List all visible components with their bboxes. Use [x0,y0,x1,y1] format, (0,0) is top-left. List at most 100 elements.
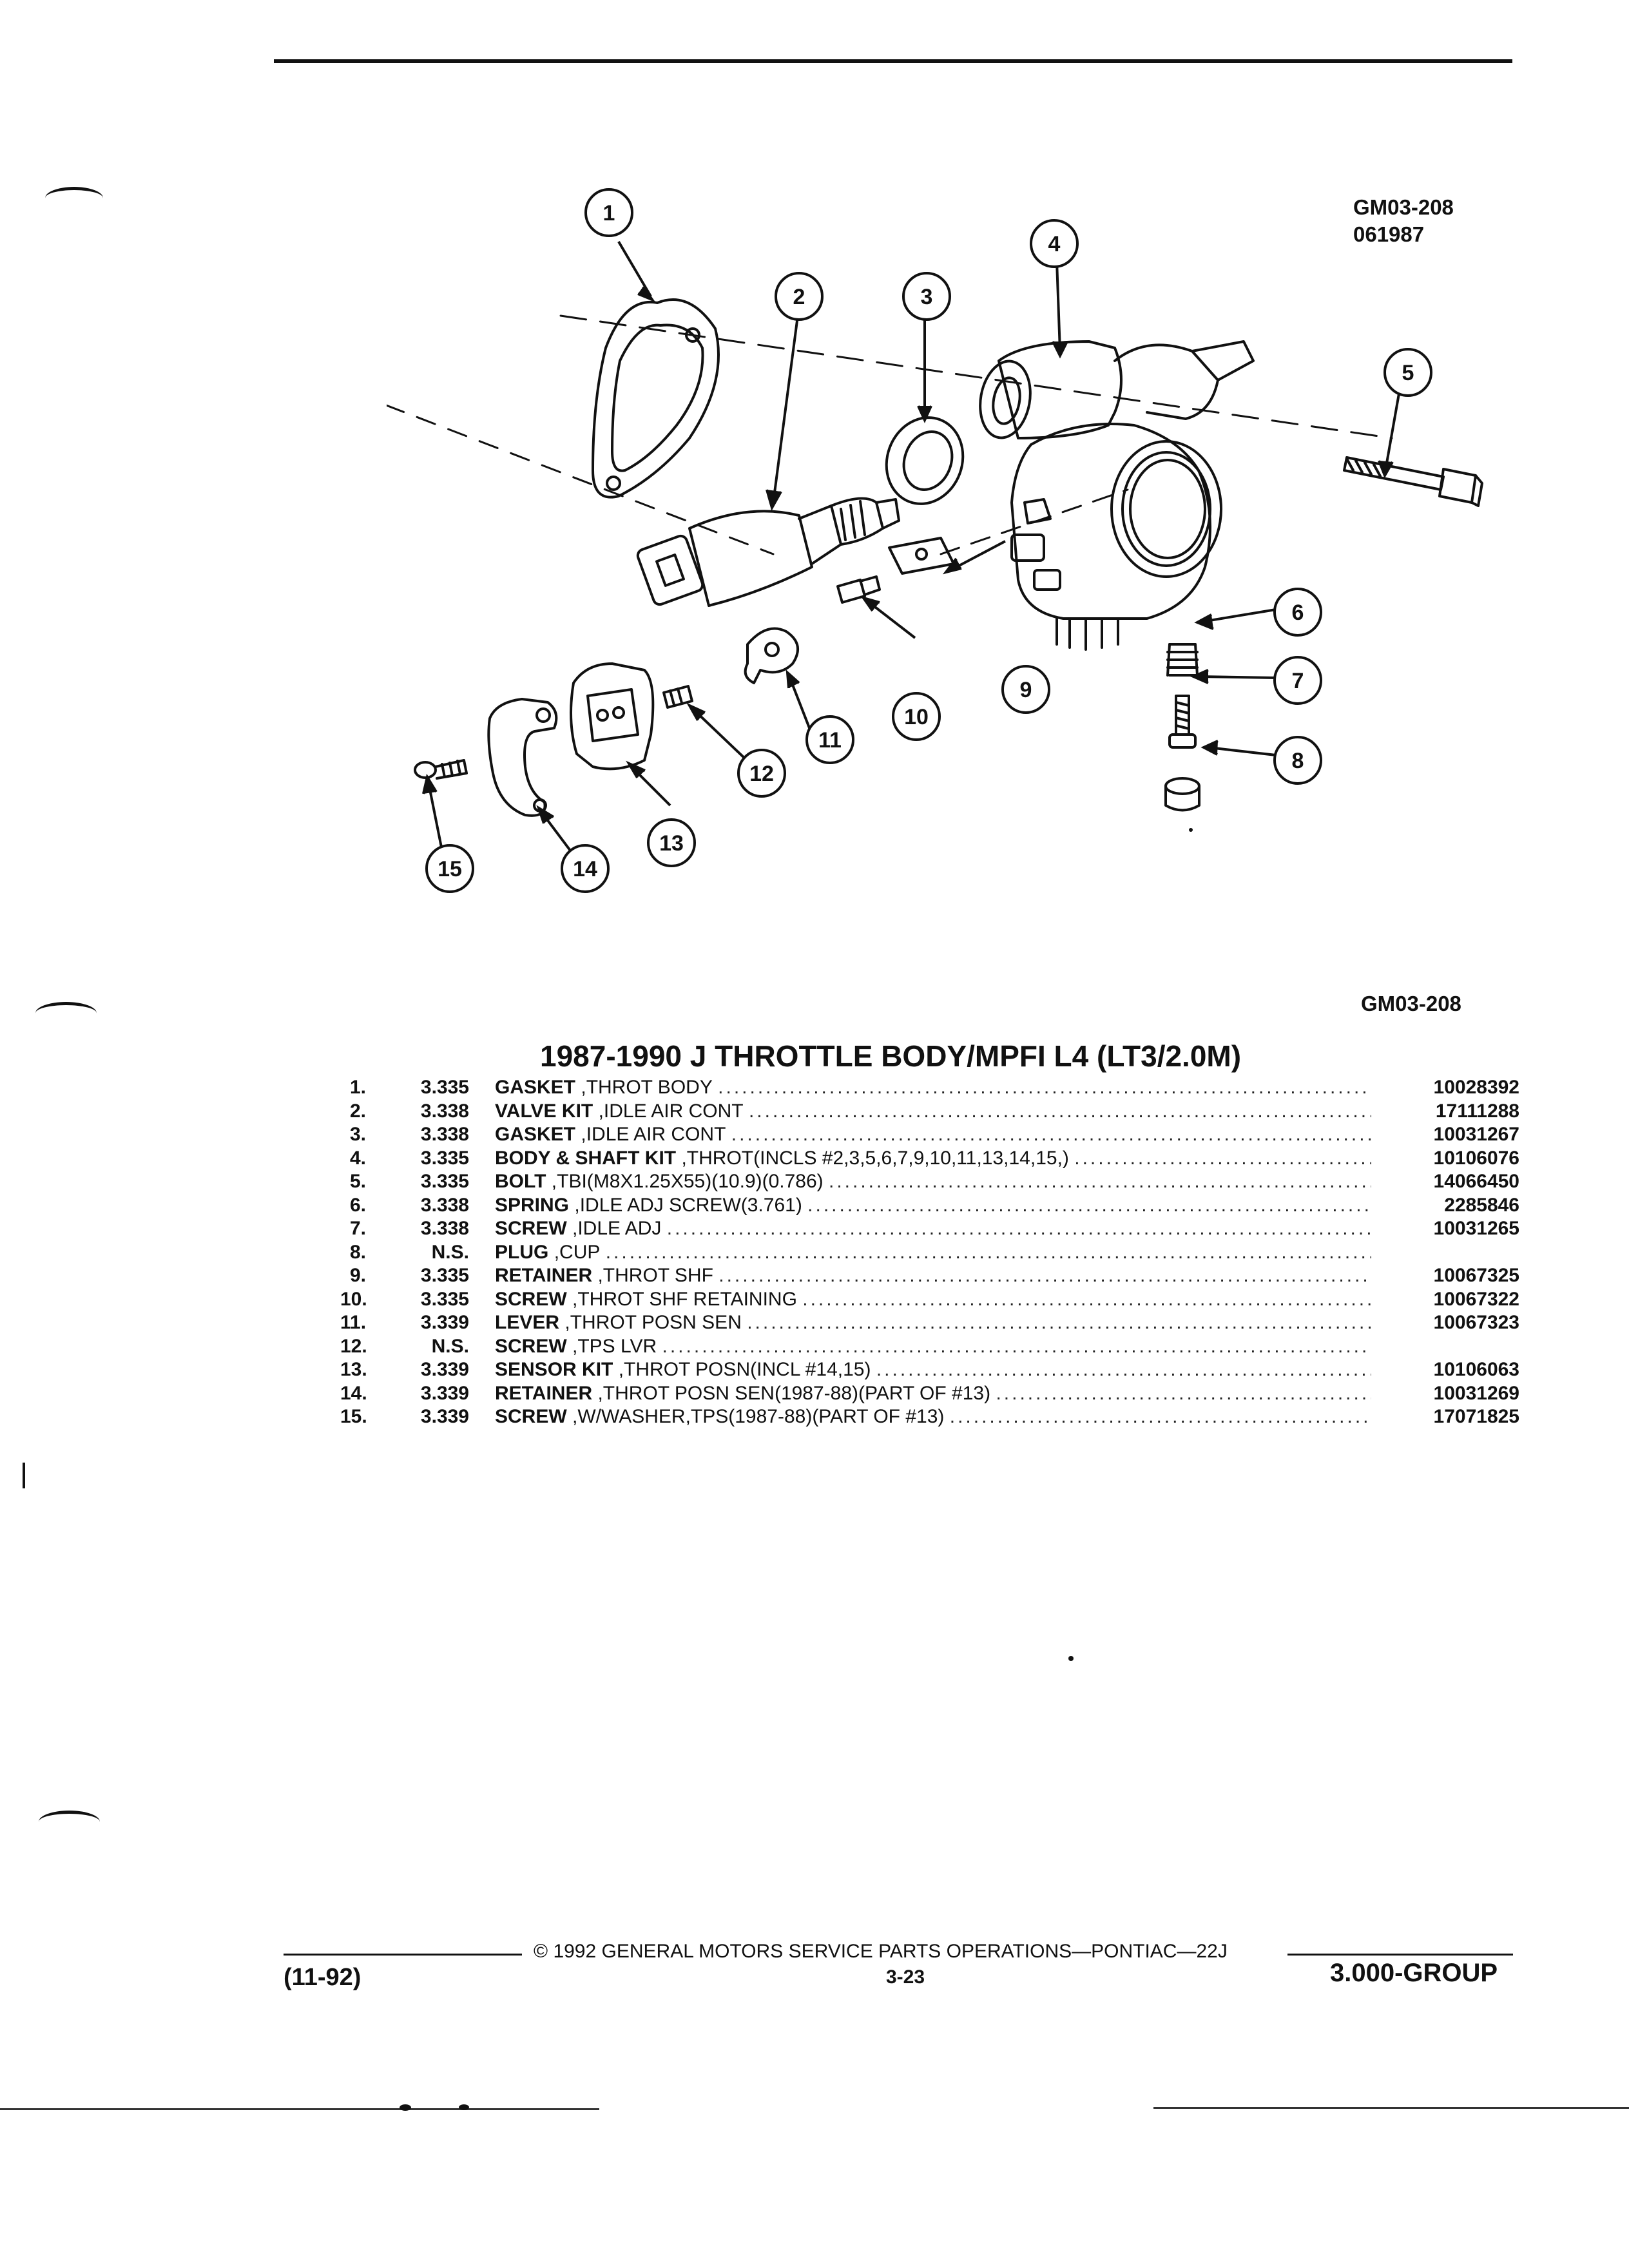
leader-dots: ........................................… [1074,1147,1371,1169]
part-group-code: 3.335 [420,1077,469,1098]
part-detail: ,CUP [554,1241,601,1263]
leader-dots: ........................................… [802,1288,1371,1310]
callout-4: 4 [1048,232,1061,256]
part-number: 10031267 [1433,1124,1519,1145]
part-item-number: 1. [349,1077,366,1098]
callout-1: 1 [603,201,615,226]
callout-5: 5 [1402,361,1414,385]
throttle-shaft-screw-illustration [836,575,881,604]
part-number: 17071825 [1433,1406,1519,1427]
scan-dot [1189,828,1193,832]
throttle-body-bolt-illustration [1343,456,1483,507]
part-detail: ,THROT POSN SEN(1987-88)(PART OF #13) [597,1382,991,1404]
part-group-code: 3.339 [420,1382,469,1404]
part-detail: ,IDLE AIR CONT [581,1124,726,1145]
part-group-code: 3.335 [420,1147,469,1169]
callout-14: 14 [573,857,597,881]
idle-adjust-spring-illustration [1166,643,1199,677]
callout-10: 10 [904,705,929,729]
part-name: SENSOR KIT [495,1359,613,1380]
throttle-body-illustration [979,340,1255,651]
part-item-number: 5. [349,1171,366,1192]
idle-adjust-screw-illustration [1168,695,1197,749]
part-name: SCREW [495,1406,567,1427]
part-number: 10067322 [1433,1288,1519,1310]
part-number: 10106076 [1433,1147,1519,1169]
part-description: VALVE KIT ,IDLE AIR CONT ...............… [495,1100,1371,1123]
figure-reference: GM03-208 [1361,992,1461,1015]
copyright-line: © 1992 GENERAL MOTORS SERVICE PARTS OPER… [534,1941,1228,1962]
leader-dots: ........................................… [718,1265,1371,1286]
cup-plug-illustration [1164,777,1200,812]
callout-2: 2 [793,285,805,309]
part-group-code: 3.338 [420,1124,469,1145]
part-item-number: 7. [349,1218,366,1239]
part-name: SPRING [495,1194,570,1216]
part-description: BOLT ,TBI(M8X1.25X55)(10.9)(0.786) .....… [495,1170,1371,1193]
tps-retainer-illustration [487,698,558,817]
bottom-edge-line-left [0,2108,599,2110]
part-row: 8.N.S.PLUG ,CUP ........................… [340,1241,1519,1264]
page-title: 1987-1990 J THROTTLE BODY/MPFI L4 (LT3/2… [540,1039,1242,1073]
tps-lever-illustration [744,627,799,684]
part-group-code: 3.338 [420,1218,469,1239]
part-group-code: 3.335 [420,1265,469,1286]
part-group-code: N.S. [431,1335,469,1357]
part-group-code: 3.339 [420,1406,469,1427]
part-description: RETAINER ,THROT POSN SEN(1987-88)(PART O… [495,1382,1371,1405]
part-number: 10106063 [1433,1359,1519,1380]
part-number: 10031265 [1433,1218,1519,1239]
top-rule [274,59,1512,63]
part-group-code: 3.338 [420,1194,469,1216]
part-description: GASKET ,IDLE AIR CONT ..................… [495,1123,1371,1146]
part-description: GASKET ,THROT BODY .....................… [495,1076,1371,1099]
callout-15: 15 [438,857,462,881]
part-name: BOLT [495,1171,546,1192]
callout-6: 6 [1292,601,1304,625]
part-item-number: 9. [349,1265,366,1286]
throttle-position-sensor-illustration [570,662,655,771]
part-group-code: 3.335 [420,1171,469,1192]
leader-dots: ........................................… [876,1359,1371,1380]
part-detail: ,IDLE ADJ [572,1218,662,1239]
figure-code: GM03-208 [1353,195,1454,219]
part-detail: ,TPS LVR [572,1335,657,1357]
part-group-code: 3.338 [420,1100,469,1122]
part-number: 10028392 [1433,1077,1519,1098]
part-description: SCREW ,IDLE ADJ ........................… [495,1217,1371,1240]
throttle-body-gasket-illustration [592,298,720,499]
part-group-code: 3.339 [420,1312,469,1333]
part-number: 2285846 [1444,1194,1519,1216]
scan-dot [400,2104,411,2111]
leader-dots: ........................................… [747,1312,1371,1333]
part-name: GASKET [495,1077,576,1098]
leader-dots: ........................................… [666,1218,1371,1239]
tps-screw-illustration [414,759,468,780]
part-item-number: 13. [340,1359,367,1380]
callout-11: 11 [818,728,842,753]
part-group-code: 3.339 [420,1359,469,1380]
part-row: 7. 3.338 SCREW ,IDLE ADJ .................… [340,1217,1519,1240]
part-number: 10031269 [1433,1382,1519,1404]
part-item-number: 12. [340,1335,367,1357]
idle-air-gasket-illustration [885,416,965,505]
part-name: RETAINER [495,1382,593,1404]
part-description: SENSOR KIT ,THROT POSN(INCL #14,15) ....… [495,1358,1371,1381]
part-item-number: 8. [349,1241,366,1263]
part-detail: ,TBI(M8X1.25X55)(10.9)(0.786) [551,1171,824,1192]
part-row: 13. 3.339 SENSOR KIT ,THROT POSN(INCL #14,… [340,1358,1519,1381]
part-description: LEVER ,THROT POSN SEN ..................… [495,1311,1371,1334]
margin-mark [23,1463,25,1488]
part-detail: ,W/WASHER,TPS(1987-88)(PART OF #13) [572,1406,945,1427]
part-description: SCREW ,TPS LVR .........................… [495,1335,1371,1358]
part-item-number: 6. [349,1194,366,1216]
callout-7: 7 [1292,669,1304,693]
part-name: RETAINER [495,1265,593,1286]
part-name: GASKET [495,1124,576,1145]
part-item-number: 10. [340,1288,367,1310]
